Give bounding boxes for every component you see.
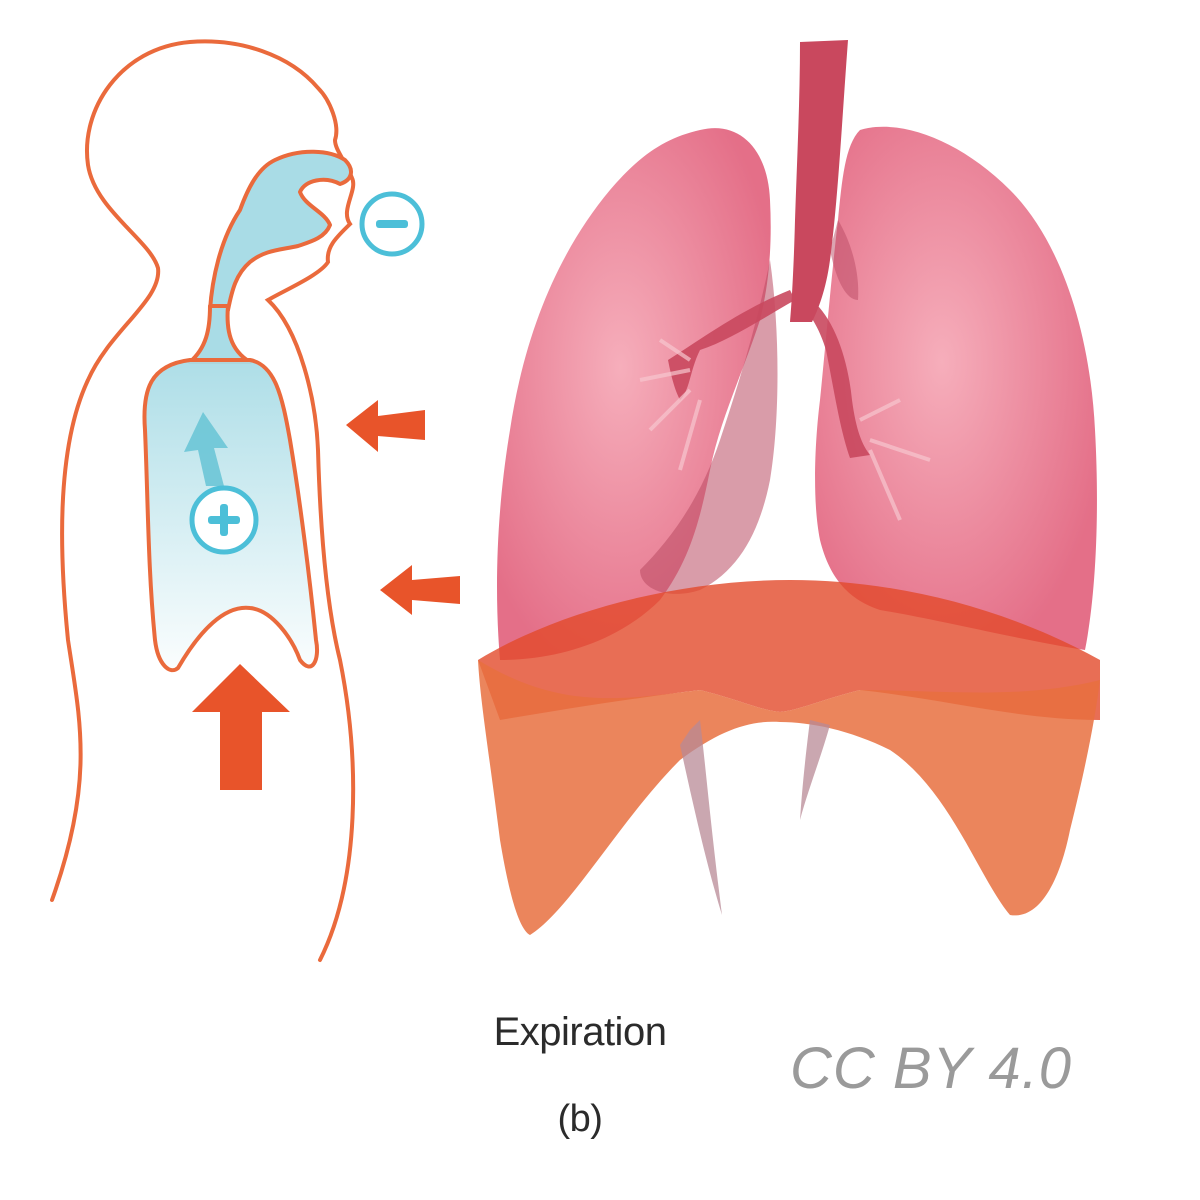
nasal-oral-cavity: [208, 149, 353, 312]
chest-compression-arrow-upper: [346, 400, 425, 452]
lung-left-shadow: [640, 260, 778, 594]
diaphragm-push-arrow: [192, 664, 290, 790]
lung-right: [815, 126, 1097, 650]
figure-part-label: (b): [557, 1098, 603, 1140]
chest-compression-arrow-lower: [380, 565, 460, 615]
figure-title: Expiration: [493, 1010, 667, 1054]
lung-right-shadow: [830, 220, 859, 300]
diaphragm-dome: [478, 660, 1100, 935]
diaphragm-back: [478, 580, 1100, 720]
diaphragm-crus-left: [680, 720, 722, 915]
body-outline: [50, 39, 356, 962]
bronchiole-branches: [639, 338, 931, 521]
lungs: [497, 40, 1097, 660]
bronchus-left: [668, 290, 795, 400]
airway-and-chest: [142, 149, 353, 673]
plus-circle-icon: [189, 485, 259, 555]
license-watermark: CC BY 4.0: [790, 1036, 1072, 1101]
lung-left: [497, 128, 771, 660]
bronchus-right: [806, 300, 870, 458]
trachea-channel: [188, 304, 252, 364]
diaphragm: [478, 580, 1100, 935]
body-silhouette: [50, 39, 356, 962]
airflow-arrow-icon: [184, 412, 228, 486]
minus-circle-icon: [359, 191, 425, 257]
diaphragm-crus-right: [800, 720, 830, 820]
trachea: [790, 40, 848, 322]
